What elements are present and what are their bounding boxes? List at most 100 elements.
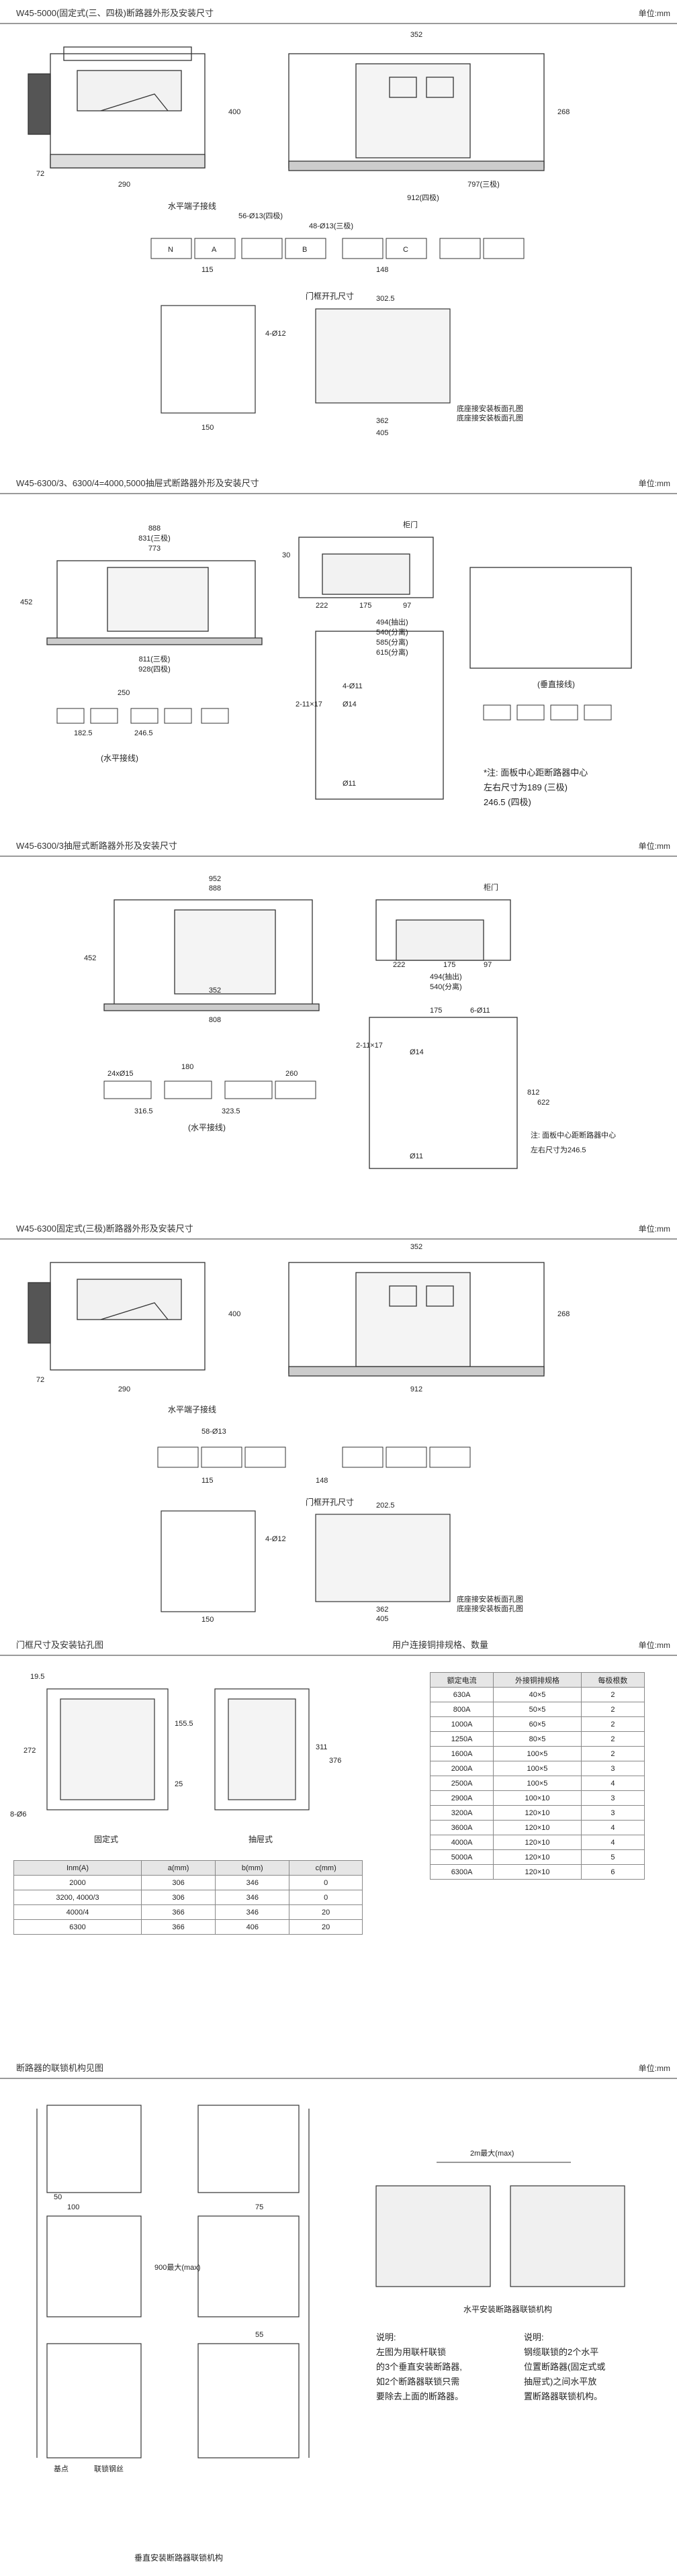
dim-25: 25 [175,1780,183,1788]
section-title: 门框尺寸及安装钻孔图 [16,1640,104,1650]
section-w45-5000-fixed: W45-5000(固定式(三、四极)断路器外形及安装尺寸 单位:mm 290 7… [0,0,677,463]
th: c(mm) [289,1860,363,1876]
dim-268: 268 [557,1310,570,1318]
section-title: 断路器的联锁机构见图 [16,2063,104,2073]
dim-260: 260 [285,1070,298,1078]
caption-terminal: (水平接线) [101,753,138,763]
cell: 120×10 [493,1820,582,1835]
cell: 346 [215,1904,290,1920]
dim-2m: 2m最大(max) [470,2148,514,2158]
note-line: 如2个断路器联锁只需 [376,2377,460,2387]
legend-1: 底座接安装板面孔图 [457,404,523,413]
section-header: 断路器的联锁机构见图 单位:mm [0,2055,677,2079]
note-line: 说明: [524,2332,544,2342]
cell: 406 [215,1919,290,1935]
th: Inm(A) [13,1860,142,1876]
dim-155: 155.5 [175,1720,193,1728]
dim-4-12: 4-Ø12 [265,330,286,338]
door-label: 柜门 [484,882,498,892]
table-row: 3200, 4000/3 306 346 0 [13,1890,363,1905]
cell: 60×5 [493,1716,582,1732]
cell: 800A [429,1702,494,1717]
door-dim-table: Inm(A) a(mm) b(mm) c(mm) 2000 306 346 0 … [13,1860,363,1935]
unit-label: 单位:mm [638,2064,670,2073]
cell: 3200, 4000/3 [13,1890,142,1905]
dim-202: 202.5 [376,1502,395,1510]
dim-222: 222 [393,961,405,969]
note-line: 246.5 (四极) [484,797,531,807]
note-block: *注: 面板中心距断路器中心 左右尺寸为189 (三极) 246.5 (四极) [484,766,588,810]
dim-622: 622 [537,1099,549,1107]
caption-cutout: 门框开孔尺寸 [306,1498,355,1507]
dim-72: 72 [36,1376,44,1384]
cell: 630A [429,1687,494,1702]
section-header: W45-6300固定式(三极)断路器外形及安装尺寸 单位:mm [0,1215,677,1240]
drawing-6300-3-draw: 952 888 352 808 452 494(抽出) 540(分离) 222 … [84,875,549,1169]
dim-376: 376 [329,1757,341,1765]
section-header: W45-6300/3、6300/4=4000,5000抽屉式断路器外形及安装尺寸… [0,470,677,494]
cell: 2900A [429,1790,494,1806]
caption-fixed: 固定式 [94,1835,119,1844]
table-row: 6300 366 406 20 [13,1919,363,1935]
dim-268: 268 [557,108,570,116]
dim-48: 48-Ø13(三极) [309,221,353,230]
dim-452: 452 [20,598,32,606]
note-left: 说明: 左图为用联杆联锁 的3个垂直安装断路器, 如2个断路器联锁只需 要除去上… [376,2330,463,2404]
cell: 306 [141,1875,216,1890]
note-line: 注: 面板中心距断路器中心 [531,1132,617,1140]
dim-2-11x17: 2-11×17 [296,700,322,708]
dim-912: 912 [410,1385,422,1393]
unit-label: 单位:mm [638,841,670,851]
dim-773: 773 [148,545,161,553]
dim-831: 831(三极) [138,533,171,543]
dim-494: 494(抽出) [430,972,462,981]
dim-97: 97 [403,602,411,610]
note-line: 钢缆联锁的2个水平 [524,2347,599,2357]
dim-115: 115 [201,1477,214,1485]
cell: 2000 [13,1875,142,1890]
dim-900: 900最大(max) [154,2262,200,2272]
dim-11: Ø11 [343,780,356,788]
cell: 2500A [429,1776,494,1791]
section-header-door: 门框尺寸及安装钻孔图 [0,1632,376,1656]
dim-115: 115 [201,266,214,274]
dim-316: 316.5 [134,1107,153,1115]
section-header-busbar: 用户连接铜排规格、数量 单位:mm [376,1632,677,1656]
th: 每极根数 [580,1672,645,1688]
cell: 100×5 [493,1746,582,1761]
dim-30: 30 [282,551,290,559]
legend-2: 底座接安装板面孔图 [457,1604,523,1613]
dim-14: Ø14 [343,700,357,708]
cell: 2 [580,1687,645,1702]
table-row: 2000 306 346 0 [13,1875,363,1890]
dim-540: 540(分离) [430,982,462,991]
dim-452: 452 [84,954,96,962]
dim-405: 405 [376,429,388,437]
caption-cutout: 门框开孔尺寸 [306,291,355,301]
cell: 100×5 [493,1776,582,1791]
cell: 50×5 [493,1702,582,1717]
note-line: 位置断路器(固定式或 [524,2362,606,2372]
caption-vertical: (垂直接线) [537,680,575,689]
cell: 120×10 [493,1864,582,1880]
cell: 40×5 [493,1687,582,1702]
drawing-interlock: 2m最大(max) 50 100 900最大(max) 75 55 基点 联锁钢… [36,2105,625,2473]
note-line: 左右尺寸为189 (三极) [484,782,568,792]
note-line: *注: 面板中心距断路器中心 [484,768,588,778]
cell: 306 [141,1890,216,1905]
th: b(mm) [215,1860,290,1876]
dim-175: 175 [359,602,371,610]
cell: 100×5 [493,1761,582,1776]
note-line: 的3个垂直安装断路器, [376,2362,462,2372]
dim-352: 352 [209,986,221,995]
cell: 4000A [429,1835,494,1850]
caption-terminal: 水平端子接线 [168,201,217,211]
note-line: 置断路器联锁机构。 [524,2391,603,2401]
dim-615: 615(分离) [376,647,408,657]
cell: 366 [141,1904,216,1920]
